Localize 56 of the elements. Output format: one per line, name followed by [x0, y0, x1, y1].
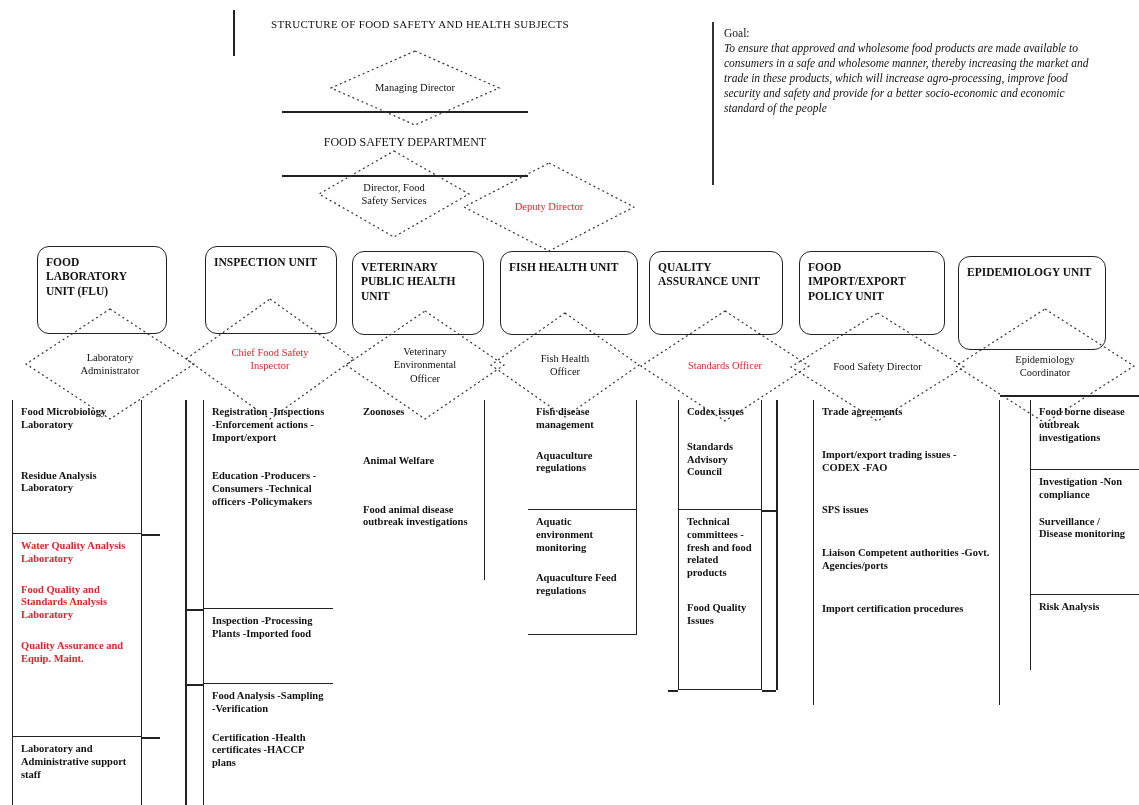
function-item: Surveillance / Disease monitoring — [1039, 515, 1127, 542]
function-item: Animal Welfare — [363, 454, 436, 468]
unit-box: QUALITY ASSURANCE UNIT — [649, 251, 783, 335]
function-item: Quality Assurance and Equip. Maint. — [21, 640, 125, 666]
unit-box: VETERINARY PUBLIC HEALTH UNIT — [352, 251, 484, 335]
function-item: Food Quality Issues — [687, 602, 748, 628]
function-section — [203, 400, 333, 609]
unit-box: FOOD IMPORT/EXPORT POLICY UNIT — [799, 251, 945, 335]
function-item: Aquaculture Feed regulations — [536, 572, 618, 598]
function-item: Standards Advisory Council — [687, 440, 735, 480]
function-item: Aquaculture regulations — [536, 449, 594, 476]
function-section — [678, 510, 762, 690]
unit-box: EPIDEMIOLOGY UNIT — [958, 256, 1106, 350]
function-item: Education -Producers -Consumers -Technical officers -Policymakers — [212, 470, 318, 509]
function-section — [528, 510, 637, 635]
function-item: Import certification procedures — [822, 602, 965, 616]
function-item: Food Microbiology Laboratory — [21, 406, 108, 432]
goal-text: To ensure that approved and wholesome food products are made available to consumers in a safe and wholesome manner, thereby increasing the market and trade in these products, which will increase agro-processing, improve food security and safety and provide for a better socio-economic and economic standard of the people — [724, 40, 1090, 116]
function-section — [678, 400, 762, 510]
function-section — [528, 400, 637, 510]
function-section — [813, 400, 1000, 705]
function-item: Certification -Health certificates -HACCP plans — [212, 731, 307, 770]
goal-heading: Goal: — [724, 26, 751, 41]
role-diamond: Director, Food Safety Services — [318, 150, 470, 238]
function-item: Codex issues — [687, 406, 745, 419]
function-section — [1030, 400, 1139, 470]
role-diamond: Managing Director — [330, 50, 500, 126]
function-section — [12, 737, 142, 805]
function-item: Food Analysis -Sampling -Verification — [212, 690, 325, 716]
function-item: Import/export trading issues -CODEX -FAO — [822, 448, 958, 475]
role-diamond: Deputy Director — [463, 162, 635, 252]
function-item: Inspection -Processing Plants -Imported food — [212, 615, 314, 641]
function-item: Aquatic environment monitoring — [536, 516, 594, 555]
function-item: Risk Analysis — [1039, 601, 1101, 614]
function-item: Liaison Competent authorities -Govt. Agencies/ports — [822, 547, 991, 573]
function-item: Residue Analysis Laboratory — [21, 469, 98, 496]
function-section — [203, 609, 333, 684]
function-item: Zoonoses — [363, 406, 406, 419]
unit-box: FISH HEALTH UNIT — [500, 251, 638, 335]
function-section — [12, 534, 142, 737]
function-section — [1030, 470, 1139, 595]
function-item: Investigation -Non compliance — [1039, 476, 1124, 502]
unit-box: INSPECTION UNIT — [205, 246, 337, 334]
function-section — [12, 400, 142, 534]
function-item: Fish disease management — [536, 406, 595, 432]
function-item: SPS issues — [822, 504, 870, 518]
function-item: Technical committees -fresh and food related products — [687, 516, 753, 580]
chart-title: STRUCTURE OF FOOD SAFETY AND HEALTH SUBJECTS — [270, 18, 570, 30]
unit-box: FOOD LABORATORY UNIT (FLU) — [37, 246, 167, 334]
function-item: Food Quality and Standards Analysis Laboratory — [21, 583, 109, 622]
function-item: Registration -Inspections -Enforcement actions -Import/export — [212, 406, 326, 445]
function-item: Laboratory and Administrative support staff — [21, 743, 128, 782]
function-item: Water Quality Analysis Laboratory — [21, 540, 127, 566]
function-item: Food animal disease outbreak investigations — [363, 503, 469, 530]
function-item: Trade agreements — [822, 406, 904, 419]
department-label: FOOD SAFETY DEPARTMENT — [322, 135, 488, 150]
